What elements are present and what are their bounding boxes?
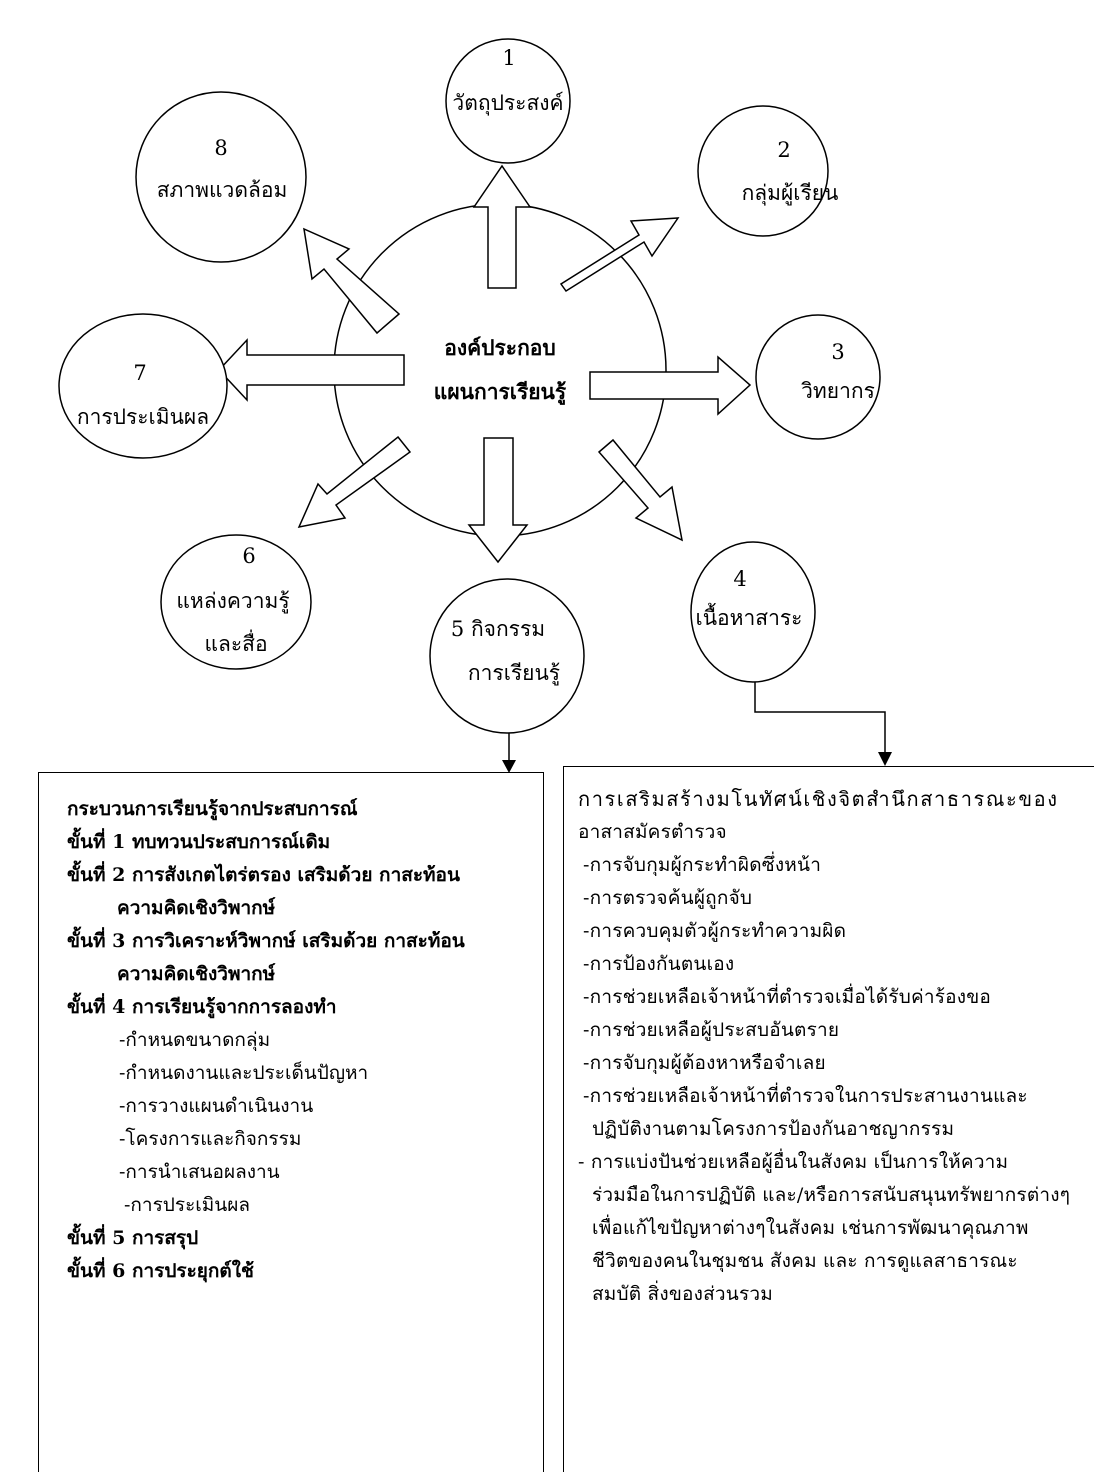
step-1: ขั้นที่ 1 ทบทวนประสบการณ์เดิม (67, 831, 331, 853)
node-lecturer-circle (755, 314, 881, 440)
learning-process-box: กระบวนการเรียนรู้จากประสบการณ์ ขั้นที่ 1… (38, 772, 544, 1472)
step-4-item: -การประเมินผล (124, 1194, 251, 1216)
step-4-item: -การวางแผนดำเนินงาน (119, 1095, 314, 1117)
arrow-to-resources (297, 435, 412, 529)
content-item: -การจับกุมผู้ต้องหาหรือจำเลย (583, 1052, 826, 1074)
step-6: ขั้นที่ 6 การประยุกต์ใช้ (67, 1260, 254, 1282)
content-item: -การป้องกันตนเอง (583, 953, 735, 975)
node-evaluation-number: 7 (133, 361, 146, 385)
content-item-continued: เพื่อแก้ไขปัญหาต่างๆในสังคม เช่นการพัฒนา… (592, 1217, 1029, 1239)
node-environment-number: 8 (214, 136, 227, 160)
arrow-to-learners (559, 217, 680, 293)
arrow-to-lecturer (589, 355, 752, 416)
arrow-to-evaluation (217, 338, 405, 402)
node-activity-label2: การเรียนรู้ (468, 661, 560, 686)
node-content-circle (690, 541, 816, 683)
node-resources-label2: และสื่อ (204, 629, 267, 656)
content-item: -การช่วยเหลือเจ้าหน้าที่ตำรวจเมื่อได้รับ… (583, 986, 992, 1008)
node-objective-number: 1 (502, 46, 515, 70)
node-evaluation-label: การประเมินผล (77, 405, 209, 429)
center-title-line2: แผนการเรียนรู้ (434, 379, 567, 406)
node-learners-circle (697, 105, 829, 237)
node-activity-label: 5 กิจกรรม (451, 617, 545, 641)
node-evaluation-circle (58, 313, 228, 459)
step-4-item: -กำหนดงานและประเด็นปัญหา (119, 1062, 369, 1084)
connector-content-arrowhead (878, 752, 892, 766)
node-environment-label: สภาพแวดล้อม (157, 178, 288, 202)
content-item: -การจับกุมผู้กระทำผิดซึ่งหน้า (583, 854, 822, 876)
content-topics-box: การเสริมสร้างมโนทัศน์เชิงจิตสำนึกสาธารณะ… (563, 766, 1094, 1472)
node-content-number: 4 (733, 567, 746, 591)
node-resources-number: 6 (242, 544, 255, 568)
content-item: -การตรวจค้นผู้ถูกจับ (583, 887, 753, 909)
content-item: -การช่วยเหลือเจ้าหน้าที่ตำรวจในการประสาน… (583, 1085, 1028, 1107)
learning-process-title: กระบวนการเรียนรู้จากประสบการณ์ (67, 798, 358, 820)
step-4: ขั้นที่ 4 การเรียนรู้จากการลองทำ (67, 996, 337, 1018)
step-3: ขั้นที่ 3 การวิเคราะห์วิพากษ์ เสริมด้วย … (67, 930, 465, 952)
arrow-to-activity (467, 437, 529, 564)
content-item-continued: ชีวิตของคนในชุมชน สังคม และ การดูแลสาธาร… (592, 1250, 1018, 1272)
step-2-continued: ความคิดเชิงวิพากษ์ (117, 897, 276, 919)
content-item-continued: ร่วมมือในการปฏิบัติ และ/หรือการสนับสนุนท… (592, 1184, 1071, 1206)
center-title-line1: องค์ประกอบ (444, 335, 555, 360)
content-title: การเสริมสร้างมโนทัศน์เชิงจิตสำนึกสาธารณะ… (578, 787, 1059, 811)
node-resources-label: แหล่งความรู้ (176, 589, 289, 614)
node-activity-circle (429, 578, 585, 734)
node-resources-circle (160, 534, 312, 670)
node-learners-label: กลุ่มผู้เรียน (742, 181, 839, 206)
arrow-to-content (597, 438, 684, 542)
step-4-item: -กำหนดขนาดกลุ่ม (119, 1029, 271, 1051)
content-title-continued: อาสาสมัครตำรวจ (578, 821, 727, 843)
step-3-continued: ความคิดเชิงวิพากษ์ (117, 963, 276, 985)
arrow-to-environment (303, 227, 401, 335)
step-5: ขั้นที่ 5 การสรุป (67, 1227, 199, 1249)
node-lecturer-label: วิทยากร (801, 379, 875, 403)
node-content-label: เนื้อหาสาระ (696, 603, 803, 630)
content-item-continued: ปฏิบัติงานตามโครงการป้องกันอาชญากรรม (592, 1118, 955, 1140)
content-item: -การควบคุมตัวผู้กระทำความผิด (583, 920, 847, 942)
arrow-to-objective (472, 164, 532, 289)
node-objective-label: วัตถุประสงค์ (452, 91, 563, 116)
step-2: ขั้นที่ 2 การสังเกตไตร่ตรอง เสริมด้วย กา… (67, 864, 460, 886)
content-item: -การช่วยเหลือผู้ประสบอันตราย (583, 1019, 840, 1041)
content-item: - การแบ่งปันช่วยเหลือผู้อื่นในสังคม เป็น… (578, 1151, 1009, 1173)
node-objective-circle (445, 38, 571, 164)
step-4-item: -การนำเสนอผลงาน (119, 1161, 280, 1183)
node-learners-number: 2 (777, 138, 790, 162)
connector-content-box (754, 682, 886, 752)
node-lecturer-number: 3 (831, 340, 844, 364)
content-item-continued: สมบัติ สิ่งของส่วนรวม (592, 1283, 773, 1305)
connector-activity-arrowhead (502, 760, 516, 773)
node-environment-circle (135, 91, 307, 263)
step-4-item: -โครงการและกิจกรรม (119, 1128, 302, 1150)
